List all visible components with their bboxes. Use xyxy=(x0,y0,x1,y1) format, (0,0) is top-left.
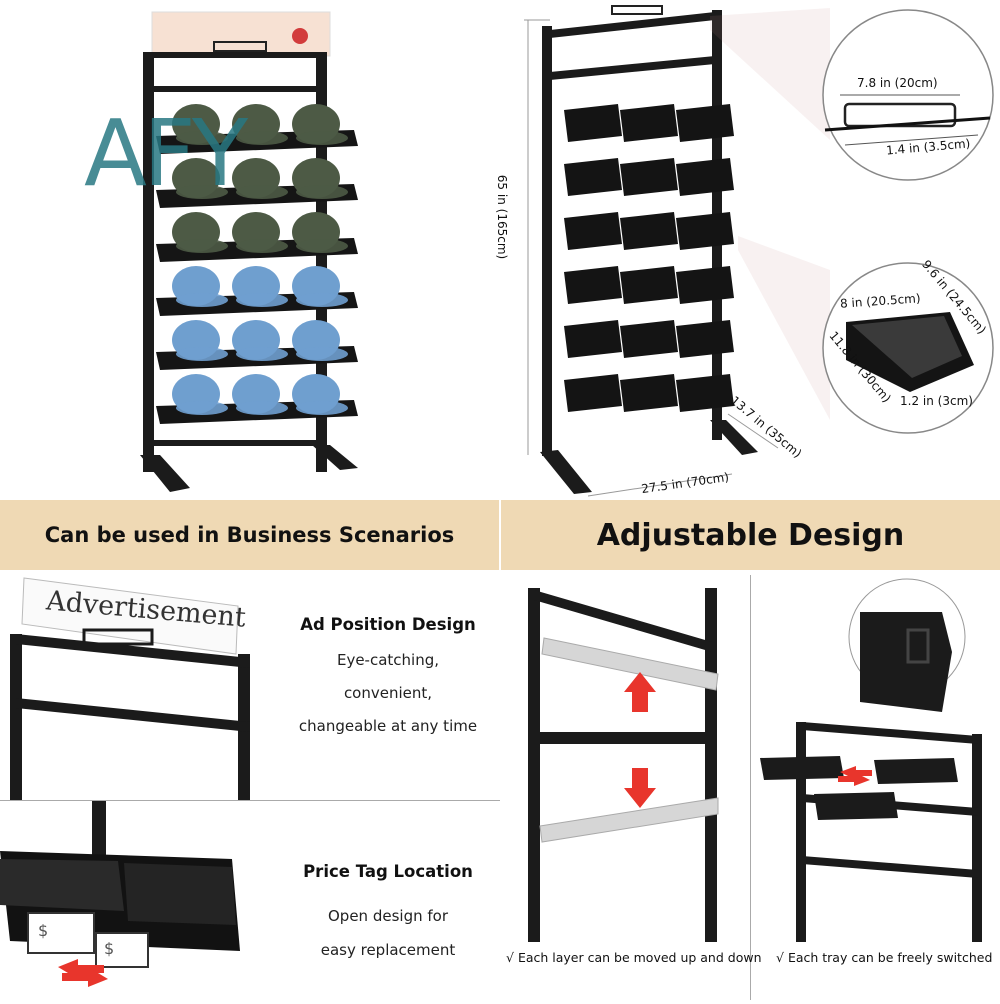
cap-brim xyxy=(236,401,288,415)
ad-feature-line: Eye-catching, xyxy=(336,651,440,669)
product-photo-with-caps: AFY xyxy=(0,0,500,500)
price-feature-line: Open design for xyxy=(328,907,448,925)
tray xyxy=(620,104,678,142)
cap-brim xyxy=(296,131,348,145)
price-tag-symbol: $ xyxy=(38,921,49,940)
height-dimension-label: 65 in (165cm) xyxy=(495,174,510,260)
tray xyxy=(676,374,734,412)
tray xyxy=(620,158,678,196)
switchable-trays-photo xyxy=(752,572,1000,942)
price-tag-symbol: $ xyxy=(104,939,115,958)
adjustable-design-heading: Adjustable Design xyxy=(596,517,905,553)
tray xyxy=(564,158,622,196)
price-feature-line: easy replacement xyxy=(320,941,456,959)
layers-illustration xyxy=(528,588,719,942)
price-tag-illustration xyxy=(0,801,240,987)
cap-brim xyxy=(176,131,228,145)
cap-brim xyxy=(176,185,228,199)
tray xyxy=(676,212,734,250)
tray xyxy=(620,266,678,304)
adjustable-layers-photo xyxy=(500,572,750,942)
tray xyxy=(564,320,622,358)
ad-position-title: Ad Position Design xyxy=(300,615,476,634)
trays-caption: √ Each tray can be freely switched xyxy=(776,950,993,965)
rack-with-caps-illustration xyxy=(140,11,358,492)
tray xyxy=(620,320,678,358)
ad-feature-line: changeable at any time xyxy=(298,717,478,735)
tray-height-label: 1.2 in (3cm) xyxy=(900,394,973,408)
tray xyxy=(676,104,734,142)
business-scenarios-heading: Can be used in Business Scenarios xyxy=(44,523,455,547)
price-tag-title: Price Tag Location xyxy=(303,862,473,881)
handle-width-label: 7.8 in (20cm) xyxy=(857,76,938,90)
cap-brim xyxy=(236,293,288,307)
cap-brim xyxy=(236,131,288,145)
layers-caption: √ Each layer can be moved up and down xyxy=(506,950,762,965)
cap-brim xyxy=(236,239,288,253)
tray xyxy=(676,158,734,196)
section-divider-vertical xyxy=(750,575,751,1000)
cap-brim xyxy=(296,347,348,361)
tray xyxy=(564,212,622,250)
tray xyxy=(620,212,678,250)
dimension-drawing: 65 in (165cm) 27.5 in (70cm) 13.7 in (35… xyxy=(495,0,1000,500)
cap-brim xyxy=(236,185,288,199)
cap-brim xyxy=(236,347,288,361)
ad-frame-illustration xyxy=(10,577,250,804)
cap-brim xyxy=(176,347,228,361)
dimension-diagram xyxy=(524,5,994,497)
cap-brim xyxy=(296,185,348,199)
cap-brim xyxy=(296,239,348,253)
price-tag-photo: $ $ xyxy=(0,801,260,1000)
cap-brim xyxy=(176,239,228,253)
section-divider xyxy=(0,800,500,801)
ad-position-photo: Advertisement xyxy=(0,572,270,804)
tray xyxy=(564,104,622,142)
ad-feature-line: convenient, xyxy=(343,684,433,702)
tray xyxy=(564,266,622,304)
cap-brim xyxy=(296,401,348,415)
trays-illustration xyxy=(760,578,982,942)
adjustable-design-banner: Adjustable Design xyxy=(501,500,1000,570)
cap-brim xyxy=(296,293,348,307)
cap-brim xyxy=(176,401,228,415)
watermark: AFY xyxy=(84,100,248,207)
business-scenarios-banner: Can be used in Business Scenarios xyxy=(0,500,499,570)
tray xyxy=(620,374,678,412)
tray xyxy=(564,374,622,412)
cap-brim xyxy=(176,293,228,307)
tray xyxy=(676,320,734,358)
tray xyxy=(676,266,734,304)
